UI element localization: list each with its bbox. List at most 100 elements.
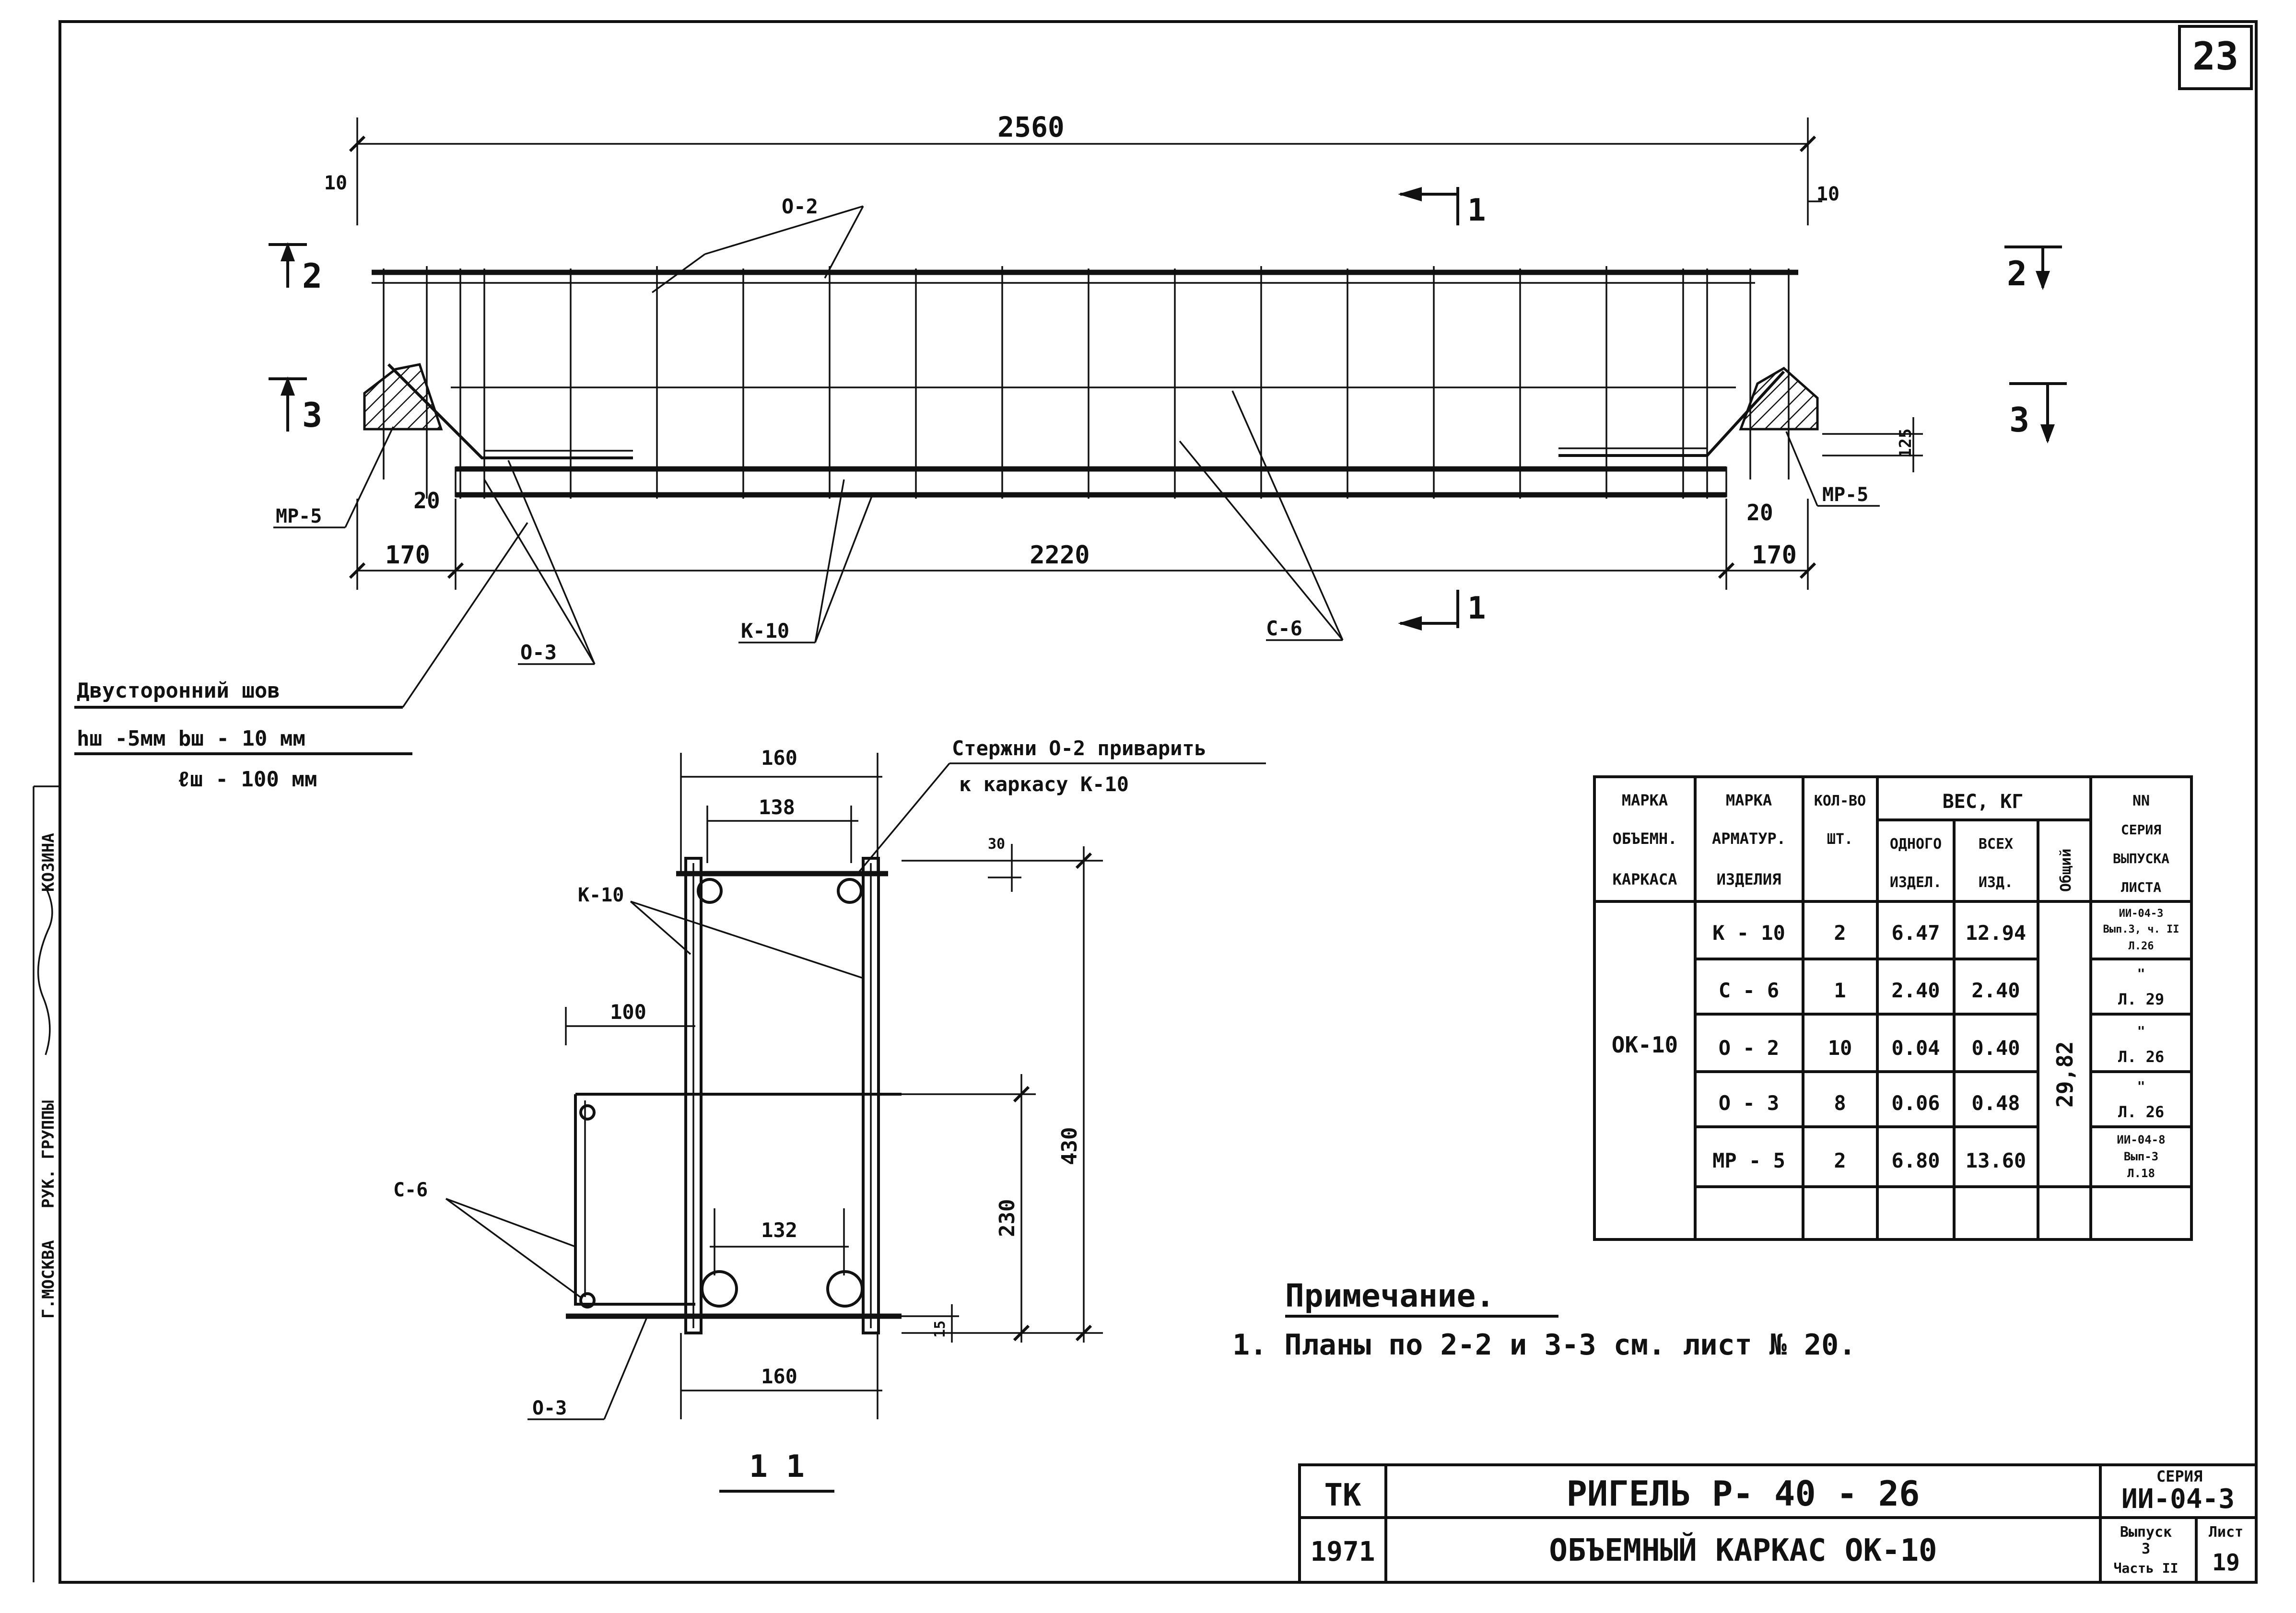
table-row: О - 2 10 0.04 0.40 " Л. 26 xyxy=(1719,1023,2164,1066)
dim-top-30: 30 xyxy=(988,836,1005,853)
svg-text:Л. 26: Л. 26 xyxy=(2118,1103,2164,1121)
svg-text:Л. 29: Л. 29 xyxy=(2118,990,2164,1008)
svg-text:0.06: 0.06 xyxy=(1891,1091,1940,1115)
svg-text:Л.26: Л.26 xyxy=(2129,940,2154,952)
dim-left-end: 170 xyxy=(385,541,430,570)
sheet-label: Лист xyxy=(2209,1524,2243,1541)
svg-text:0.40: 0.40 xyxy=(1971,1036,2020,1060)
svg-text:ШТ.: ШТ. xyxy=(1827,831,1853,848)
svg-text:АРМАТУР.: АРМАТУР. xyxy=(1712,830,1786,848)
svg-text:ВСЕХ: ВСЕХ xyxy=(1979,836,2013,853)
stirrups xyxy=(383,266,1790,499)
svg-text:8: 8 xyxy=(1834,1091,1846,1115)
svg-text:": " xyxy=(2137,966,2145,982)
svg-text:ИЗДЕЛ.: ИЗДЕЛ. xyxy=(1890,874,1942,891)
svg-text:С - 6: С - 6 xyxy=(1719,979,1779,1002)
svg-text:О - 2: О - 2 xyxy=(1719,1036,1779,1060)
section-note-line1: Стержни О-2 приварить xyxy=(952,736,1207,760)
sheet-value: 19 xyxy=(2212,1549,2240,1576)
dim-inner-132: 132 xyxy=(761,1218,797,1242)
weld-note-line2: hш -5мм bш - 10 мм xyxy=(77,726,305,751)
section-marker-2-right: 2 xyxy=(2004,245,2062,293)
dim-top-inner: 138 xyxy=(759,795,795,819)
dim-left-20: 20 xyxy=(413,488,440,514)
svg-text:10: 10 xyxy=(1828,1036,1852,1060)
weight-header: ВЕС, КГ xyxy=(1943,791,2024,813)
label-mp5-right: МР-5 xyxy=(1822,484,1868,506)
dim-top-outer: 160 xyxy=(761,746,797,770)
dim-bottom-15: 15 xyxy=(932,1321,949,1338)
svg-text:3: 3 xyxy=(302,396,322,435)
side-stamp-name: КОЗИНА xyxy=(39,833,58,892)
frame-mark: ОК-10 xyxy=(1612,1032,1678,1058)
section-label-c6: С-6 xyxy=(393,1179,428,1201)
section-marker-2-left: 2 xyxy=(269,242,322,296)
dim-230: 230 xyxy=(995,1199,1019,1237)
svg-text:КОЛ-ВО: КОЛ-ВО xyxy=(1814,793,1866,809)
part-value: Часть II xyxy=(2114,1560,2179,1576)
section-label-k10: К-10 xyxy=(578,884,624,906)
svg-text:ИИ-04-3: ИИ-04-3 xyxy=(2119,908,2164,920)
title-main: РИГЕЛЬ Р- 40 - 26 xyxy=(1567,1473,1920,1514)
mp5-right-plate xyxy=(1739,366,1819,431)
svg-text:1: 1 xyxy=(1834,979,1846,1002)
svg-text:ИИ-04-8: ИИ-04-8 xyxy=(2117,1133,2165,1146)
svg-text:1: 1 xyxy=(1467,591,1486,626)
weld-note: Двусторонний шов hш -5мм bш - 10 мм ℓш -… xyxy=(74,522,528,792)
svg-text:0.48: 0.48 xyxy=(1971,1091,2020,1115)
svg-text:ЛИСТА: ЛИСТА xyxy=(2121,879,2161,895)
svg-text:Вып.3, ч. II: Вып.3, ч. II xyxy=(2103,923,2179,935)
svg-text:Вып-3: Вып-3 xyxy=(2124,1150,2158,1163)
svg-text:12.94: 12.94 xyxy=(1966,921,2026,945)
note-heading: Примечание. xyxy=(1285,1277,1495,1314)
dim-right-20: 20 xyxy=(1746,500,1773,526)
dim-bottom-160: 160 xyxy=(761,1365,797,1388)
weld-note-line1: Двусторонний шов xyxy=(77,678,280,703)
total-weight: 29,82 xyxy=(2052,1041,2078,1108)
dim-middle: 2220 xyxy=(1030,541,1089,570)
svg-text:": " xyxy=(2137,1023,2145,1039)
svg-text:СЕРИЯ: СЕРИЯ xyxy=(2121,822,2161,838)
title-block: ТК 1971 РИГЕЛЬ Р- 40 - 26 ОБЪЕМНЫЙ КАРКА… xyxy=(1298,1463,2258,1584)
section-label-o3: О-3 xyxy=(532,1397,567,1419)
svg-text:2.40: 2.40 xyxy=(1891,979,1940,1002)
dim-top-left: 10 xyxy=(324,172,347,194)
svg-text:КАРКАСА: КАРКАСА xyxy=(1613,870,1677,888)
side-stamp: Г.МОСКВА РУК. ГРУППЫ КОЗИНА xyxy=(33,785,60,1582)
svg-text:3: 3 xyxy=(2009,400,2029,440)
svg-text:Л.18: Л.18 xyxy=(2127,1167,2155,1180)
sheet-number-box xyxy=(2178,25,2253,90)
svg-text:2.40: 2.40 xyxy=(1971,979,2020,1002)
issue-label: Выпуск xyxy=(2120,1524,2172,1541)
weld-note-line3: ℓш - 100 мм xyxy=(177,767,317,792)
bottom-cage xyxy=(455,467,1727,497)
svg-text:О - 3: О - 3 xyxy=(1719,1091,1779,1115)
title-sub: ОБЪЕМНЫЙ КАРКАС ОК-10 xyxy=(1549,1532,1937,1568)
series-value: ИИ-04-3 xyxy=(2121,1484,2235,1515)
spec-table: МАРКА ОБЪЕМН. КАРКАСА МАРКА АРМАТУР. ИЗД… xyxy=(1593,775,2193,1241)
svg-text:ИЗДЕЛИЯ: ИЗДЕЛИЯ xyxy=(1717,870,1781,888)
dim-total-height: 430 xyxy=(1057,1127,1082,1165)
svg-text:NN: NN xyxy=(2132,793,2150,809)
svg-text:6.47: 6.47 xyxy=(1891,921,1940,945)
section-view: Стержни О-2 приварить к каркасу К-10 160… xyxy=(393,736,1266,1493)
label-o3: О-3 xyxy=(520,641,557,664)
table-row: С - 6 1 2.40 2.40 " Л. 29 xyxy=(1719,966,2164,1008)
side-stamp-role: РУК. ГРУППЫ xyxy=(39,1100,58,1208)
table-row: О - 3 8 0.06 0.48 " Л. 26 xyxy=(1719,1078,2164,1121)
label-mp5-left: МР-5 xyxy=(276,505,322,527)
title-year: 1971 xyxy=(1311,1536,1375,1567)
svg-text:1: 1 xyxy=(1467,193,1486,228)
svg-text:": " xyxy=(2137,1078,2145,1094)
svg-text:2: 2 xyxy=(1834,921,1846,945)
svg-text:Общий: Общий xyxy=(2058,849,2074,892)
svg-text:МАРКА: МАРКА xyxy=(1622,791,1668,809)
svg-text:13.60: 13.60 xyxy=(1966,1149,2026,1172)
svg-text:0.04: 0.04 xyxy=(1891,1036,1940,1060)
sheet-frame xyxy=(59,20,2258,1584)
svg-text:МАРКА: МАРКА xyxy=(1726,791,1772,809)
mp5-left-plate xyxy=(363,363,443,431)
section-note-line2: к каркасу К-10 xyxy=(959,772,1129,796)
dim-total: 2560 xyxy=(997,111,1065,143)
series-label: СЕРИЯ xyxy=(2156,1467,2202,1485)
